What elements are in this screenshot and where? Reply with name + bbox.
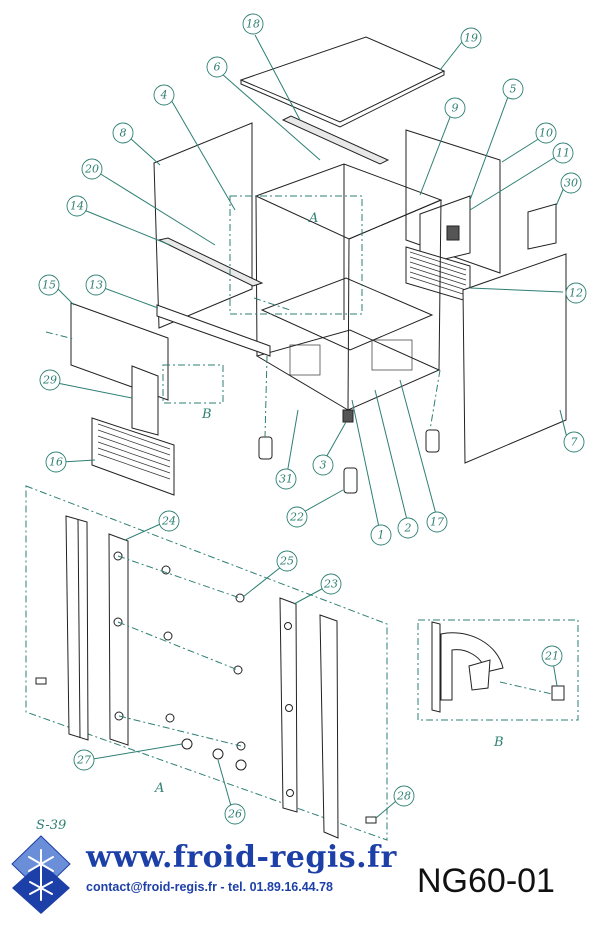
central-frame <box>254 163 443 411</box>
callout-19: 19 <box>460 27 482 49</box>
svg-text:9: 9 <box>452 102 459 115</box>
svg-text:11: 11 <box>556 147 570 160</box>
callout-11: 11 <box>552 142 574 164</box>
callout-12: 12 <box>565 282 587 304</box>
callout-24: 24 <box>158 510 180 532</box>
feet <box>258 409 440 494</box>
callout-20: 20 <box>81 158 103 180</box>
detail-a-marker <box>229 195 363 315</box>
top-cover <box>239 36 446 123</box>
callout-17: 17 <box>426 511 448 533</box>
callout-10: 10 <box>535 122 557 144</box>
rear-grille <box>405 246 471 303</box>
svg-text:17: 17 <box>430 516 444 529</box>
svg-text:1: 1 <box>378 529 385 542</box>
svg-text:31: 31 <box>279 473 293 486</box>
detail-b-view <box>417 619 579 721</box>
callout-2: 2 <box>397 517 419 539</box>
callout-8: 8 <box>112 122 134 144</box>
callout-9: 9 <box>444 97 466 119</box>
callout-23: 23 <box>320 573 342 595</box>
callout-27: 27 <box>73 749 95 771</box>
callout-14: 14 <box>66 195 88 217</box>
callout-30: 30 <box>560 172 582 194</box>
callout-18: 18 <box>242 13 264 35</box>
view-label-a-main: A <box>308 211 318 226</box>
callout-15: 15 <box>38 274 60 296</box>
svg-text:12: 12 <box>569 287 583 300</box>
main-assembly <box>45 36 567 496</box>
callout-7: 7 <box>563 431 585 453</box>
svg-text:18: 18 <box>246 18 260 31</box>
right-side-panel <box>462 253 567 464</box>
sheet-reference: S-39 <box>36 818 67 833</box>
svg-text:22: 22 <box>289 511 304 524</box>
view-label-b-main: B <box>201 407 212 422</box>
website-link[interactable]: www.froid-regis.fr <box>86 840 397 875</box>
svg-text:25: 25 <box>279 555 294 568</box>
callout-22: 22 <box>286 506 308 528</box>
svg-text:4: 4 <box>160 89 168 102</box>
svg-text:6: 6 <box>214 61 221 74</box>
svg-text:19: 19 <box>464 32 478 45</box>
callout-13: 13 <box>85 274 107 296</box>
detail-a-view <box>25 485 388 841</box>
svg-text:14: 14 <box>70 200 84 213</box>
callout-6: 6 <box>206 56 228 78</box>
svg-text:30: 30 <box>564 177 578 190</box>
left-side-panel <box>153 122 253 329</box>
svg-text:10: 10 <box>539 127 553 140</box>
callout-26: 26 <box>224 803 246 825</box>
model-code: NG60-01 <box>417 862 555 900</box>
small-cover-plate <box>527 203 557 250</box>
callout-5: 5 <box>502 78 524 100</box>
svg-text:28: 28 <box>396 790 411 803</box>
front-grille <box>91 417 175 496</box>
callout-21: 21 <box>541 645 563 667</box>
view-label-b-detail: B <box>493 735 504 750</box>
svg-text:5: 5 <box>510 83 517 96</box>
inner-front-panel <box>156 304 271 357</box>
callout-29: 29 <box>39 369 61 391</box>
svg-text:20: 20 <box>84 163 99 176</box>
callout-3: 3 <box>312 454 334 476</box>
contact-info: contact@froid-regis.fr - tel. 01.89.16.4… <box>86 880 334 894</box>
svg-text:27: 27 <box>76 754 91 767</box>
callout-31: 31 <box>275 468 297 490</box>
callout-16: 16 <box>45 451 67 473</box>
svg-text:26: 26 <box>227 808 242 821</box>
svg-text:7: 7 <box>571 436 578 449</box>
detail-b-marker <box>162 364 224 404</box>
view-label-a-detail: A <box>154 781 164 796</box>
control-display <box>446 225 460 241</box>
callout-25: 25 <box>276 550 298 572</box>
svg-text:8: 8 <box>120 127 127 140</box>
svg-text:15: 15 <box>42 279 56 292</box>
callout-28: 28 <box>393 785 415 807</box>
svg-text:2: 2 <box>404 522 412 535</box>
callout-1: 1 <box>370 524 392 546</box>
svg-text:13: 13 <box>89 279 103 292</box>
svg-text:23: 23 <box>323 578 338 591</box>
snowflake-icon <box>11 835 71 914</box>
svg-text:16: 16 <box>49 456 63 469</box>
svg-text:21: 21 <box>544 650 559 663</box>
leader-lines <box>56 34 568 819</box>
svg-text:24: 24 <box>161 515 176 528</box>
callout-4: 4 <box>153 84 175 106</box>
top-strip <box>281 115 390 165</box>
control-box <box>419 195 471 266</box>
door-bracket <box>131 365 159 436</box>
svg-text:29: 29 <box>42 374 57 387</box>
svg-text:3: 3 <box>320 459 327 472</box>
front-rail <box>157 237 264 287</box>
